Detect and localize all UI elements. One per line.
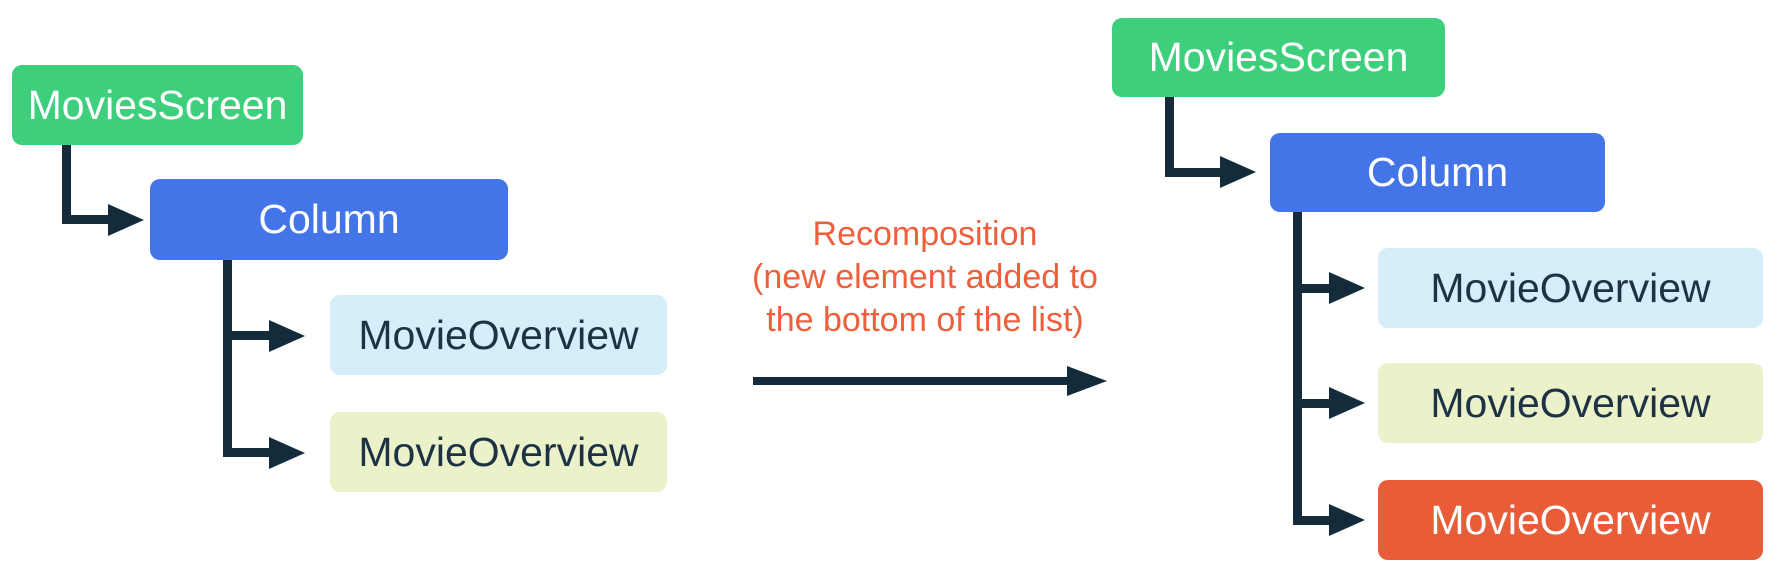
right-column-node: Column <box>1270 133 1605 212</box>
right-movieoverview-2-node: MovieOverview <box>1378 363 1763 443</box>
right-movieoverview-1-node: MovieOverview <box>1378 248 1763 328</box>
right-branch1-arrowhead-icon <box>1329 272 1365 304</box>
right-elbow-arrowhead-icon <box>1220 156 1256 188</box>
left-elbow-horizontal-line <box>62 215 110 224</box>
left-column-stem-line <box>223 260 232 457</box>
recomposition-label-line2: (new element added to <box>752 258 1098 296</box>
left-branch1-arrowhead-icon <box>269 320 305 352</box>
left-movieoverview-1-node: MovieOverview <box>330 295 667 375</box>
right-branch2-arrowhead-icon <box>1329 387 1365 419</box>
right-branch2-line <box>1293 399 1331 408</box>
right-column-stem-line <box>1293 212 1302 525</box>
recomposition-arrowhead-icon <box>1067 366 1107 396</box>
right-elbow-vertical-line <box>1165 97 1174 177</box>
recomposition-label-line1: Recomposition <box>812 215 1038 253</box>
left-branch1-line <box>223 331 271 340</box>
left-column-node: Column <box>150 179 508 260</box>
left-branch2-arrowhead-icon <box>269 437 305 469</box>
recomposition-label-line3: the bottom of the list) <box>766 301 1084 339</box>
left-moviesscreen-node: MoviesScreen <box>12 65 303 145</box>
right-moviesscreen-node: MoviesScreen <box>1112 18 1445 97</box>
recomposition-label: Recomposition (new element added to the … <box>650 213 1200 342</box>
right-elbow-horizontal-line <box>1165 168 1222 177</box>
right-branch3-line <box>1293 516 1331 525</box>
right-branch1-line <box>1293 284 1331 293</box>
recomposition-arrow-line <box>753 377 1069 385</box>
left-elbow-vertical-line <box>62 145 71 224</box>
right-branch3-arrowhead-icon <box>1329 504 1365 536</box>
right-movieoverview-3-new-node: MovieOverview <box>1378 480 1763 560</box>
left-branch2-line <box>223 448 271 457</box>
left-movieoverview-2-node: MovieOverview <box>330 412 667 492</box>
left-elbow-arrowhead-icon <box>108 204 144 236</box>
